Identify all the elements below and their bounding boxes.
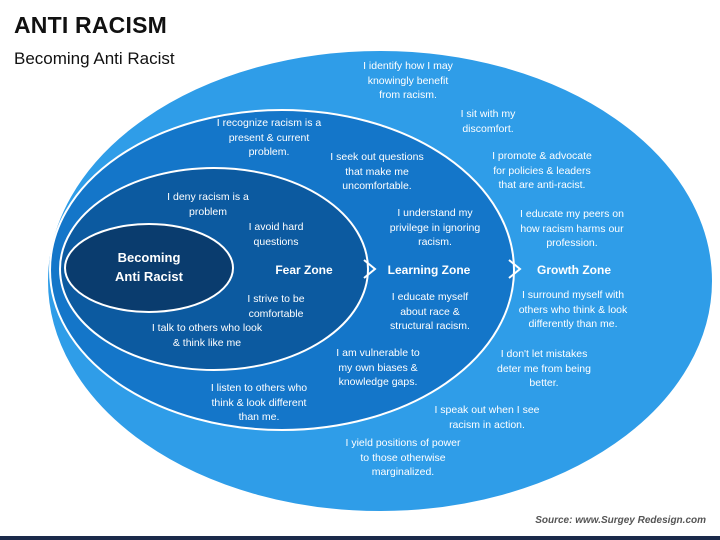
fear-statement: I avoid hard questions xyxy=(248,221,304,248)
core-ellipse xyxy=(64,223,234,313)
growth-statement: I identify how I may knowingly benefit f… xyxy=(363,60,453,101)
growth-statement: I surround myself with others who think … xyxy=(518,289,628,330)
learning-statement: I recognize racism is a present & curren… xyxy=(216,117,322,158)
learning-statement: I understand my privilege in ignoring ra… xyxy=(389,207,481,248)
core-label: Becoming Anti Racist xyxy=(115,250,183,284)
source-credit: Source: www.Surgey Redesign.com xyxy=(535,515,706,526)
fear-zone-label: Fear Zone xyxy=(275,263,333,277)
page-subtitle: Becoming Anti Racist xyxy=(14,49,175,68)
learning-zone-label: Learning Zone xyxy=(387,263,471,277)
bottom-divider xyxy=(0,536,720,540)
arrow-to-learning-icon xyxy=(363,259,377,279)
growth-statement: I promote & advocate for policies & lead… xyxy=(492,150,592,191)
learning-statement: I am vulnerable to my own biases & knowl… xyxy=(336,347,420,388)
growth-statement: I sit with my discomfort. xyxy=(460,108,516,135)
fear-statement: I talk to others who look & think like m… xyxy=(151,322,263,349)
fear-statement: I strive to be comfortable xyxy=(247,293,305,320)
learning-statement: I educate myself about race & structural… xyxy=(390,291,470,332)
growth-statement: I don't let mistakes deter me from being… xyxy=(497,348,591,389)
fear-statement: I deny racism is a problem xyxy=(167,191,249,218)
page-title: ANTI RACISM xyxy=(14,12,167,38)
growth-statement: I yield positions of power to those othe… xyxy=(345,437,461,478)
growth-statement: I educate my peers on how racism harms o… xyxy=(520,208,624,249)
learning-statement: I seek out questions that make me uncomf… xyxy=(330,151,424,192)
arrow-to-growth-icon xyxy=(508,259,522,279)
growth-zone-label: Growth Zone xyxy=(537,263,611,277)
growth-statement: I speak out when I see racism in action. xyxy=(434,404,540,431)
learning-statement: I listen to others who think & look diff… xyxy=(210,382,308,423)
